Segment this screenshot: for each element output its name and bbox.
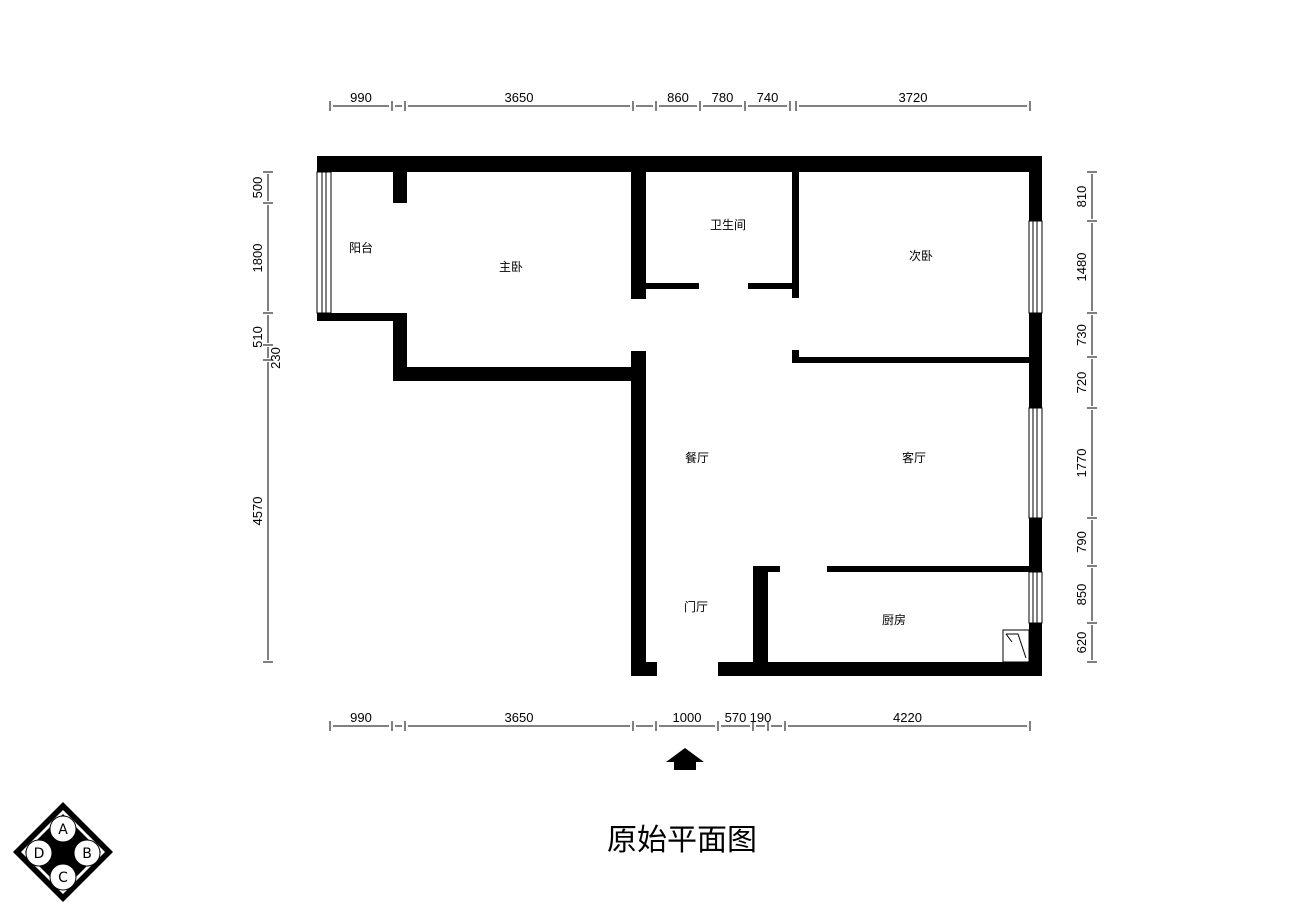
dimension-value: 860 [667, 90, 689, 105]
dimension-value: 1480 [1074, 253, 1089, 282]
room-label-dining-room: 餐厅 [685, 450, 709, 465]
windows [316, 171, 1043, 624]
wall-bottom-right [718, 662, 1042, 676]
wall-bath-right [792, 172, 799, 298]
dimension-value: 3650 [505, 90, 534, 105]
kitchen-flue-icon [1002, 629, 1030, 663]
window-living-room [1028, 407, 1043, 519]
dimension-value: 1770 [1074, 449, 1089, 478]
room-label-foyer: 门厅 [684, 599, 708, 614]
dimension-value: 1800 [250, 244, 265, 273]
compass-icon: A B C D [13, 802, 113, 902]
wall-master-bottom [393, 367, 646, 381]
wall-second-bottom [792, 357, 1029, 363]
dimension-value: 4570 [250, 497, 265, 526]
dimension-value: 810 [1074, 186, 1089, 208]
wall-master-left [393, 313, 407, 381]
wall-balcony-bottom [317, 313, 407, 321]
dimension-value: 510 [250, 326, 265, 348]
dimension-value: 730 [1074, 324, 1089, 346]
window-balcony [316, 171, 332, 314]
wall-top [317, 156, 1042, 172]
wall-bath-bottom-right [748, 283, 798, 289]
dimension-value: 500 [250, 177, 265, 199]
wall-kitchen-left [753, 566, 768, 676]
window-second-bedroom [1028, 220, 1043, 314]
room-label-master-bedroom: 主卧 [499, 260, 523, 274]
dimension-value: 570 [725, 710, 747, 725]
compass-label-d: D [34, 846, 45, 862]
room-label-second-bedroom: 次卧 [909, 249, 933, 263]
dimension-value: 1000 [673, 710, 702, 725]
entrance-arrow-icon [666, 748, 704, 770]
wall-master-pillar [393, 172, 407, 203]
dimension-value: 850 [1074, 584, 1089, 606]
dimension-value: 3650 [505, 710, 534, 725]
dimension-value: 790 [1074, 531, 1089, 553]
wall-kitchen-top [827, 566, 1029, 572]
wall-dining-left [631, 351, 646, 676]
dimension-value: 4220 [893, 710, 922, 725]
dimension-value: 990 [350, 710, 372, 725]
dimension-line-right: 810 1480 730 720 1770 790 850 620 [1074, 171, 1097, 663]
dimension-value: 230 [268, 347, 283, 369]
wall-bath-left [631, 172, 646, 299]
dimension-value: 620 [1074, 632, 1089, 654]
plan-title: 原始平面图 [607, 823, 757, 858]
room-label-balcony: 阳台 [349, 240, 373, 255]
wall-bath-bottom-left [646, 283, 699, 289]
room-labels: 阳台 主卧 卫生间 次卧 餐厅 客厅 门厅 厨房 [349, 218, 933, 627]
dimension-value: 990 [350, 90, 372, 105]
wall-kitchen-left-cap [753, 566, 780, 572]
dimension-value: 740 [757, 90, 779, 105]
dimension-value: 780 [712, 90, 734, 105]
dimension-line-top: 990 3650 860 780 740 3720 [329, 90, 1031, 111]
compass-label-a: A [58, 822, 68, 838]
compass-label-c: C [58, 870, 68, 886]
dimension-value: 190 [750, 710, 772, 725]
dimension-value: 3720 [899, 90, 928, 105]
room-label-living-room: 客厅 [902, 450, 926, 465]
walls [317, 156, 1042, 676]
room-label-bathroom: 卫生间 [710, 218, 746, 232]
wall-second-bottom-stub [792, 350, 799, 363]
compass-label-b: B [82, 846, 92, 862]
room-label-kitchen: 厨房 [882, 612, 906, 627]
window-kitchen [1028, 571, 1043, 624]
dimension-value: 720 [1074, 372, 1089, 394]
